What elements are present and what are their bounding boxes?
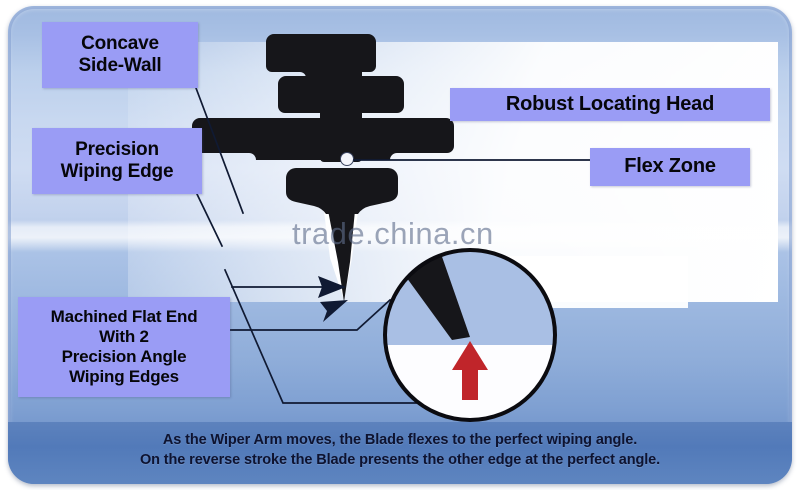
callout-machined-flat-end[interactable]: Machined Flat End With 2 Precision Angle… <box>18 297 230 397</box>
caption-line-1: As the Wiper Arm moves, the Blade flexes… <box>162 432 638 448</box>
wiper-blade-body <box>192 34 454 302</box>
callout-line: Robust Locating Head <box>505 92 715 115</box>
magnifier-circle <box>383 248 557 422</box>
caption-strip: As the Wiper Arm moves, the Blade flexes… <box>8 422 792 484</box>
callout-concave-side-wall[interactable]: Concave Side-Wall <box>42 22 198 88</box>
background-mid-band <box>8 220 792 252</box>
callout-line: Flex Zone <box>624 155 716 178</box>
callout-precision-wiping-edge[interactable]: Precision Wiping Edge <box>32 128 202 194</box>
callout-line: Precision <box>75 138 159 160</box>
red-up-arrow <box>452 341 488 400</box>
caption-line-2: On the reverse stroke the Blade presents… <box>139 452 661 468</box>
callout-line: Machined Flat End <box>50 306 198 326</box>
callout-line: Side-Wall <box>78 55 162 76</box>
callout-robust-locating-head[interactable]: Robust Locating Head <box>450 88 770 121</box>
callout-line: Precision Angle <box>61 347 187 366</box>
callout-line: Concave <box>81 32 159 54</box>
caption-text: As the Wiper Arm moves, the Blade flexes… <box>8 430 792 470</box>
site-watermark: trade.china.cn <box>292 216 494 251</box>
callout-line: Wiping Edge <box>60 161 174 182</box>
callout-line: Wiping Edges <box>69 367 179 387</box>
callout-flex-zone[interactable]: Flex Zone <box>590 148 750 186</box>
callout-line: With 2 <box>99 326 149 346</box>
flex-pivot-dot <box>340 152 354 166</box>
